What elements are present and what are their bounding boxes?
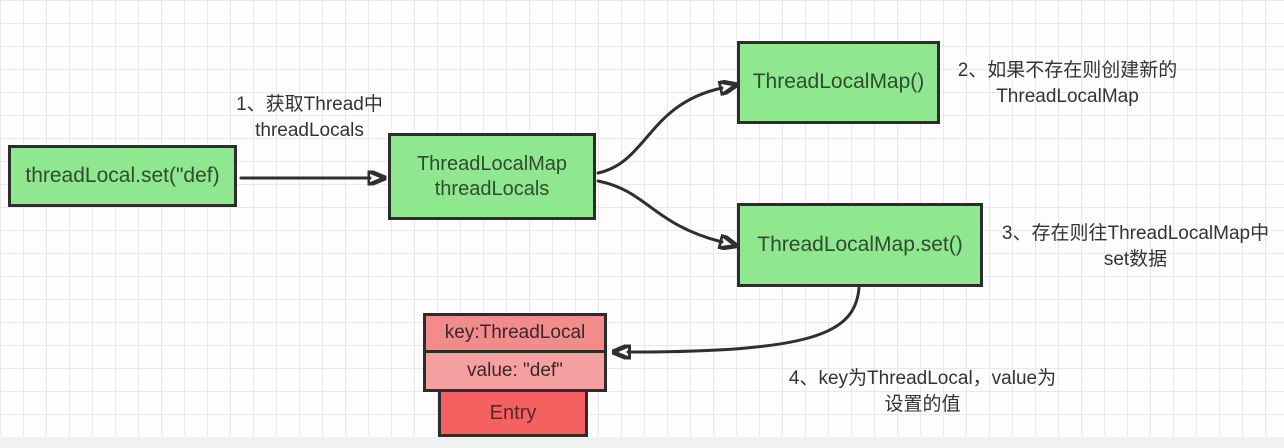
annotation-step1: 1、获取Thread中 threadLocals — [222, 92, 397, 144]
node-threadlocalmap-line2: threadLocals — [434, 177, 550, 200]
node-threadlocalmap-line1: ThreadLocalMap — [416, 152, 568, 175]
node-threadlocalmap-set-label: ThreadLocalMap.set() — [757, 232, 963, 256]
annotation-step3-line2: set数据 — [1103, 249, 1168, 270]
node-entry-value-label: value: "def" — [467, 360, 563, 382]
node-entry-value: value: "def" — [423, 350, 607, 392]
node-entry: Entry — [438, 389, 588, 437]
node-threadlocalmap-constructor-label: ThreadLocalMap() — [752, 70, 925, 94]
arrow-threadlocals-to-constructor — [596, 88, 722, 175]
node-threadlocal-set: threadLocal.set("def) — [8, 145, 237, 207]
node-entry-key: key:ThreadLocal — [423, 313, 607, 353]
annotation-step4-line2: 设置的值 — [884, 394, 961, 415]
node-entry-label: Entry — [489, 401, 537, 424]
node-threadlocalmap-set: ThreadLocalMap.set() — [737, 203, 983, 287]
node-threadlocalmap-threadlocals: ThreadLocalMap threadLocals — [388, 133, 596, 220]
annotation-step2: 2、如果不存在则创建新的 ThreadLocalMap — [945, 58, 1190, 110]
node-threadlocalmap-constructor: ThreadLocalMap() — [737, 41, 940, 124]
annotation-step4-line1: 4、key为ThreadLocal，value为 — [788, 368, 1057, 389]
arrow-threadlocals-to-mapset — [596, 179, 722, 242]
annotation-step4: 4、key为ThreadLocal，value为 设置的值 — [770, 366, 1075, 418]
annotation-step3: 3、存在则往ThreadLocalMap中 set数据 — [987, 221, 1284, 273]
annotation-step2-line2: ThreadLocalMap — [996, 86, 1139, 107]
node-threadlocal-set-label: threadLocal.set("def) — [25, 163, 220, 187]
canvas-bottom-edge — [0, 437, 1284, 448]
node-entry-key-label: key:ThreadLocal — [444, 322, 586, 344]
annotation-step1-line1: 1、获取Thread中 — [236, 94, 383, 115]
annotation-step3-line1: 3、存在则往ThreadLocalMap中 — [1001, 223, 1270, 244]
arrow-mapset-to-entry — [628, 286, 861, 352]
annotation-step2-line1: 2、如果不存在则创建新的 — [957, 60, 1178, 81]
annotation-step1-line2: threadLocals — [255, 120, 364, 141]
